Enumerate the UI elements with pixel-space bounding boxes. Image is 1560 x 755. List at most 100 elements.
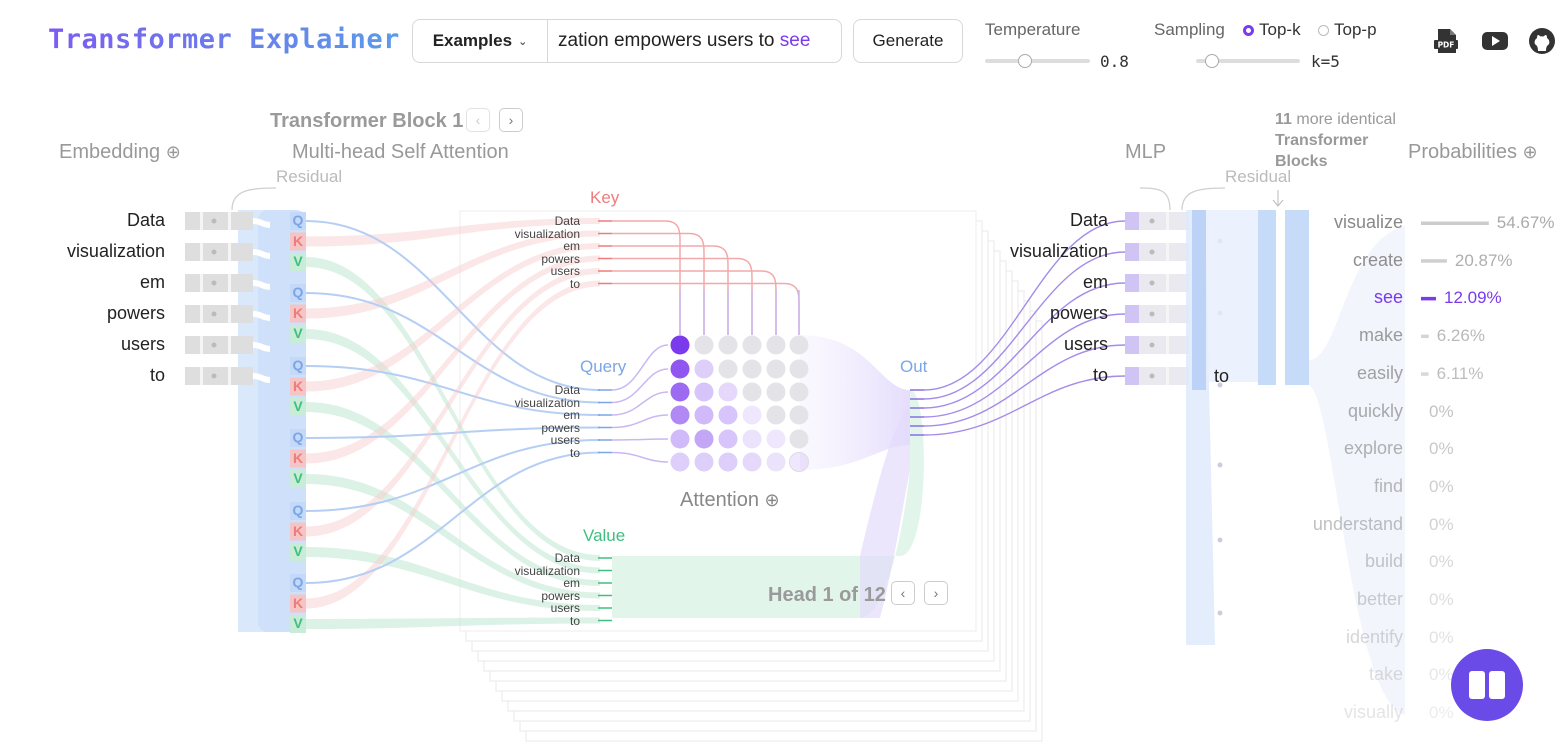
- probability-word[interactable]: create: [1352, 249, 1403, 270]
- embedding-token[interactable]: users: [120, 334, 165, 354]
- attention-cell[interactable]: [789, 429, 809, 449]
- probability-value: 0%: [1429, 401, 1454, 421]
- vector-divider: [1166, 305, 1169, 323]
- mlp-token[interactable]: Data: [1069, 210, 1108, 230]
- app-logo[interactable]: Transformer Explainer: [48, 24, 400, 55]
- embedding-token[interactable]: Data: [126, 210, 165, 230]
- zoom-in-icon[interactable]: ⊕: [764, 490, 780, 510]
- attention-cell[interactable]: [718, 359, 738, 379]
- vector-divider: [200, 367, 203, 385]
- vector-dot: [211, 280, 217, 286]
- attention-cell[interactable]: [766, 335, 786, 355]
- attention-cell[interactable]: [670, 452, 690, 472]
- probability-word[interactable]: build: [1364, 551, 1403, 572]
- generate-button[interactable]: Generate: [853, 19, 963, 63]
- probability-word[interactable]: visualize: [1333, 212, 1403, 232]
- mlp-token[interactable]: users: [1063, 334, 1108, 354]
- k-slider-thumb[interactable]: [1204, 54, 1219, 68]
- probability-word[interactable]: understand: [1312, 513, 1403, 534]
- embedding-token[interactable]: powers: [106, 303, 165, 323]
- attention-cell[interactable]: [789, 359, 809, 379]
- youtube-icon[interactable]: [1481, 27, 1509, 55]
- attention-cell[interactable]: [670, 335, 690, 355]
- attention-cell[interactable]: [789, 452, 809, 472]
- probability-word[interactable]: visually: [1343, 702, 1403, 723]
- query-line: [611, 344, 669, 391]
- book-open-button[interactable]: [1451, 649, 1523, 721]
- probability-word[interactable]: take: [1368, 664, 1403, 685]
- next-head-button[interactable]: ›: [924, 581, 948, 605]
- chevron-left-icon: ‹: [475, 112, 481, 128]
- examples-dropdown[interactable]: Examples ⌄: [413, 20, 548, 62]
- attention-cell[interactable]: [670, 382, 690, 402]
- attention-cell[interactable]: [789, 382, 809, 402]
- attention-cell[interactable]: [670, 359, 690, 379]
- radio-top-p[interactable]: Top-p: [1318, 20, 1377, 40]
- attention-cell[interactable]: [694, 429, 714, 449]
- attention-cell[interactable]: [766, 452, 786, 472]
- attention-cell[interactable]: [670, 405, 690, 425]
- attention-cell[interactable]: [718, 429, 738, 449]
- probability-word[interactable]: identify: [1345, 626, 1403, 647]
- query-flow: [305, 365, 601, 416]
- attention-cell[interactable]: [742, 452, 762, 472]
- attention-cell[interactable]: [694, 335, 714, 355]
- probability-word[interactable]: easily: [1356, 362, 1403, 383]
- attention-cell[interactable]: [789, 335, 809, 355]
- attention-cell[interactable]: [742, 382, 762, 402]
- mlp-token[interactable]: to: [1092, 365, 1108, 385]
- k-slider[interactable]: [1196, 59, 1300, 63]
- qkv-cell: [290, 377, 306, 396]
- attention-cell[interactable]: [742, 359, 762, 379]
- prompt-input[interactable]: zation empowers users to see: [548, 30, 810, 52]
- prev-block-button[interactable]: ‹: [466, 108, 490, 132]
- attention-cell[interactable]: [718, 452, 738, 472]
- attention-cell[interactable]: [718, 405, 738, 425]
- prev-head-button[interactable]: ‹: [891, 581, 915, 605]
- zoom-in-icon[interactable]: ⊕: [165, 142, 181, 162]
- attention-title[interactable]: Attention ⊕: [680, 489, 780, 512]
- prompt-predicted-token: see: [779, 30, 811, 51]
- github-icon[interactable]: [1528, 27, 1556, 55]
- mlp-token[interactable]: visualization: [1009, 241, 1108, 261]
- attention-cell[interactable]: [766, 429, 786, 449]
- embedding-token[interactable]: em: [139, 272, 165, 292]
- attention-cell[interactable]: [742, 405, 762, 425]
- attention-cell[interactable]: [742, 429, 762, 449]
- attention-cell[interactable]: [694, 405, 714, 425]
- probability-word[interactable]: quickly: [1347, 400, 1403, 421]
- embedding-token[interactable]: visualization: [66, 241, 165, 261]
- probability-word[interactable]: explore: [1343, 438, 1403, 459]
- attention-cell[interactable]: [789, 405, 809, 425]
- probability-word[interactable]: see: [1373, 287, 1403, 308]
- radio-top-k[interactable]: Top-k: [1243, 20, 1301, 40]
- embedding-section-title[interactable]: Embedding ⊕: [59, 141, 181, 164]
- key-token: Data: [554, 214, 580, 228]
- next-block-button[interactable]: ›: [499, 108, 523, 132]
- attention-cell[interactable]: [742, 335, 762, 355]
- pdf-icon[interactable]: PDF: [1432, 27, 1460, 55]
- probabilities-section-title[interactable]: Probabilities ⊕: [1408, 141, 1538, 164]
- attention-cell[interactable]: [766, 405, 786, 425]
- attention-cell[interactable]: [670, 429, 690, 449]
- embedding-token[interactable]: to: [149, 365, 165, 385]
- temperature-slider[interactable]: [985, 59, 1090, 63]
- attention-cell[interactable]: [766, 359, 786, 379]
- probability-word[interactable]: better: [1356, 589, 1403, 609]
- qkv-cell: [290, 304, 306, 323]
- attention-cell[interactable]: [718, 335, 738, 355]
- temperature-slider-thumb[interactable]: [1017, 54, 1032, 68]
- query-flow: [305, 439, 601, 512]
- attention-cell[interactable]: [694, 452, 714, 472]
- mlp-token[interactable]: powers: [1049, 303, 1108, 323]
- attention-cell[interactable]: [718, 382, 738, 402]
- attention-cell[interactable]: [766, 382, 786, 402]
- mlp-token[interactable]: em: [1082, 272, 1108, 292]
- qkv-cell: [290, 398, 306, 416]
- attention-cell[interactable]: [694, 382, 714, 402]
- radio-top-p-label: Top-p: [1334, 20, 1377, 39]
- zoom-in-icon[interactable]: ⊕: [1522, 142, 1538, 162]
- probability-word[interactable]: make: [1358, 325, 1403, 346]
- attention-cell[interactable]: [694, 359, 714, 379]
- probability-word[interactable]: find: [1373, 475, 1403, 496]
